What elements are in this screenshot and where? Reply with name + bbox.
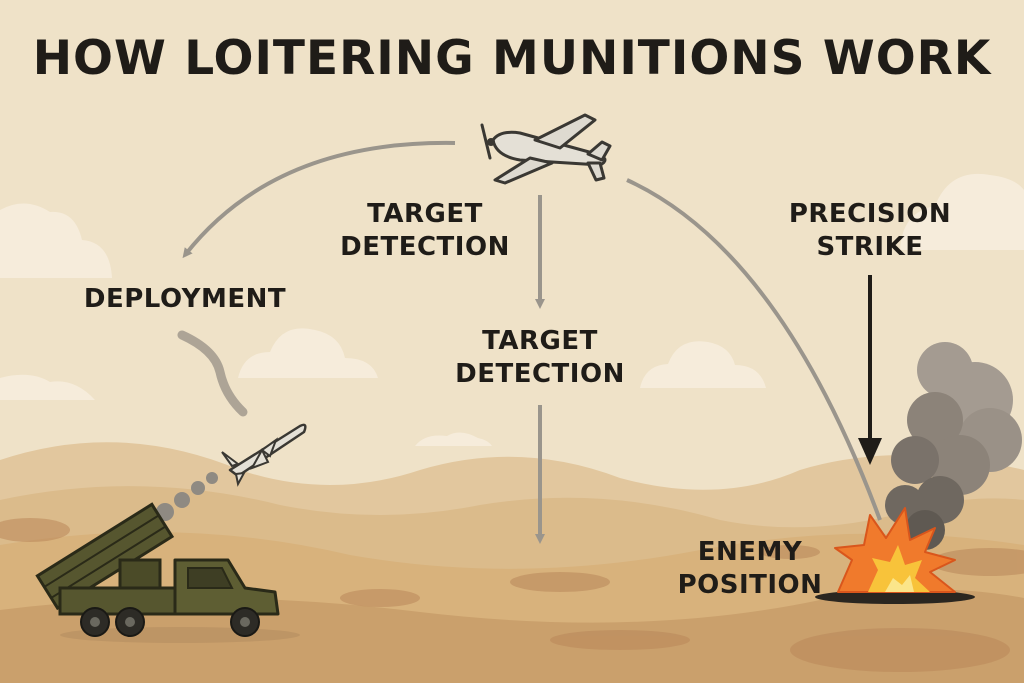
precision-strike-arrowhead <box>858 438 882 465</box>
cloud-icon <box>640 341 766 388</box>
cloud-icon <box>238 328 378 378</box>
cloud-icon <box>0 203 112 278</box>
label-line: PRECISION <box>788 199 952 229</box>
step-label-target-detection-2: TARGET DETECTION <box>445 325 635 390</box>
step-label-enemy-position: ENEMY POSITION <box>665 536 835 601</box>
label-line: DETECTION <box>340 231 510 262</box>
deployment-flight-arrow <box>182 140 456 259</box>
page-title: HOW LOITERING MUNITIONS WORK <box>32 31 992 86</box>
cloud-icon <box>0 374 95 400</box>
step-label-deployment: DEPLOYMENT <box>83 284 287 314</box>
label-line: ENEMY <box>697 537 803 567</box>
label-line: POSITION <box>677 569 823 600</box>
label-line: TARGET <box>367 199 483 229</box>
munition-launch-icon <box>221 423 307 487</box>
label-line: STRIKE <box>816 231 924 262</box>
launcher-truck-icon <box>35 502 300 643</box>
loitering-drone-icon <box>480 113 612 185</box>
strike-dive-path <box>626 178 882 521</box>
cloud-icon <box>415 432 492 446</box>
step-label-target-detection-1: TARGET DETECTION <box>330 198 520 263</box>
label-line: DETECTION <box>455 358 625 389</box>
step-label-precision-strike: PRECISION STRIKE <box>770 198 970 263</box>
label-line: TARGET <box>482 326 598 356</box>
cloud-icon <box>900 173 1024 250</box>
scrub-bushes <box>0 518 1024 672</box>
smoke-trail-upper <box>177 330 248 417</box>
smoke-plume-icon <box>885 342 1022 550</box>
explosion-icon <box>815 507 975 604</box>
